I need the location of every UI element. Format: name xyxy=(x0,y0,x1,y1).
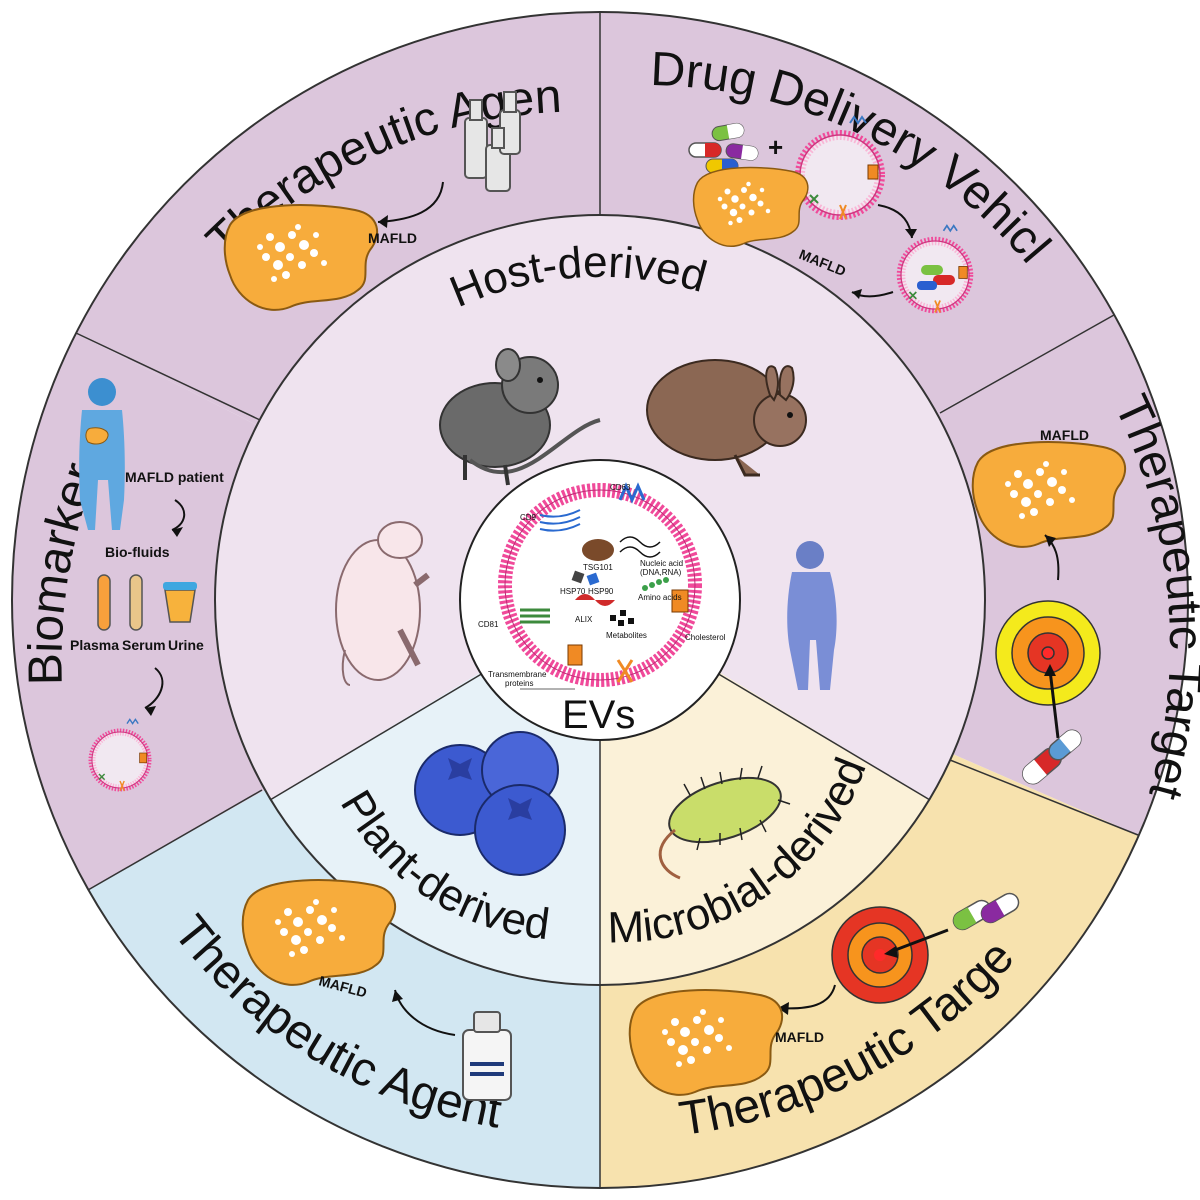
bacterium-icon xyxy=(658,765,791,880)
vials-icon xyxy=(464,91,521,192)
plasma-tube-icon xyxy=(97,574,111,631)
inner-border xyxy=(214,214,986,986)
amino-acids-shape xyxy=(642,577,669,591)
alix-shape xyxy=(575,594,615,606)
mafld-label-top-left: MAFLD xyxy=(368,230,417,246)
pill-icon-right-2 xyxy=(1048,729,1082,761)
arrow-patient-to-biofluids xyxy=(171,499,186,531)
orange-receptor-shape xyxy=(671,589,689,613)
blueberry-icon xyxy=(414,731,566,876)
biofluids-label: Bio-fluids xyxy=(105,544,170,560)
label-hsp70: HSP70 xyxy=(560,587,586,596)
mouse-icon xyxy=(439,348,601,486)
pig-icon xyxy=(335,521,430,686)
outer-border xyxy=(11,11,1189,1189)
ev-membrane-inner xyxy=(504,489,696,681)
label-cholesterol: Cholesterol xyxy=(685,633,726,642)
target-icon-bottom xyxy=(831,906,929,1004)
cd9-shape xyxy=(539,509,581,532)
arrow-pill-to-target xyxy=(1048,669,1060,739)
bottle-icon xyxy=(462,1011,512,1101)
hsp90-shape xyxy=(586,572,600,586)
label-tsg101: TSG101 xyxy=(583,563,613,572)
target-icon-right xyxy=(995,600,1101,706)
tsg101-shape xyxy=(582,539,614,561)
plus-sign: + xyxy=(768,132,783,162)
label-cd81: CD81 xyxy=(478,620,499,629)
label-proteins: proteins xyxy=(505,679,533,688)
plasma-label: Plasma xyxy=(70,637,119,653)
serum-tube-icon xyxy=(129,574,143,631)
nucleic-acid-shape xyxy=(619,536,661,558)
human-icon xyxy=(787,541,837,690)
x-receptor-shape xyxy=(616,659,634,683)
transmembrane-shape xyxy=(567,644,583,666)
label-alix: ALIX xyxy=(575,615,593,624)
ev-center: CD63 CD9 TSG101 HSP70 HSP90 Nucleic acid… xyxy=(459,459,741,741)
hsp70-shape xyxy=(571,570,585,584)
arrow-capsule-to-target xyxy=(889,928,949,954)
loaded-capsules-icon xyxy=(917,265,955,290)
ev-title: EVs xyxy=(562,693,635,737)
arrow-biofluids-to-evs xyxy=(144,667,164,709)
label-metabolites: Metabolites xyxy=(606,631,647,640)
serum-label: Serum xyxy=(122,637,166,653)
human-patient-icon xyxy=(79,378,125,530)
cd81-shape xyxy=(520,608,550,624)
metabolites-shape xyxy=(610,610,634,626)
label-nucleic-acid-2: (DNA,RNA) xyxy=(640,568,682,577)
urine-label: Urine xyxy=(168,637,204,653)
cd63-shape xyxy=(618,482,646,504)
label-cd63: CD63 xyxy=(610,483,631,492)
capsule-icon-bottom-purple xyxy=(980,892,1020,924)
rabbit-icon xyxy=(646,359,807,477)
mafld-label-right: MAFLD xyxy=(1040,427,1089,443)
label-nucleic-acid: Nucleic acid xyxy=(640,559,683,568)
urine-cup-icon xyxy=(163,582,197,623)
label-hsp90: HSP90 xyxy=(588,587,614,596)
ring-dividers xyxy=(75,12,1139,1188)
label-amino-acids: Amino acids xyxy=(638,593,682,602)
label-cd9: CD9 xyxy=(520,513,537,522)
label-transmembrane: Transmembrane xyxy=(488,670,547,679)
mafld-patient-label: MAFLD patient xyxy=(125,469,224,485)
capsules-icon xyxy=(688,122,759,174)
mafld-label-bottom-right: MAFLD xyxy=(775,1029,824,1045)
